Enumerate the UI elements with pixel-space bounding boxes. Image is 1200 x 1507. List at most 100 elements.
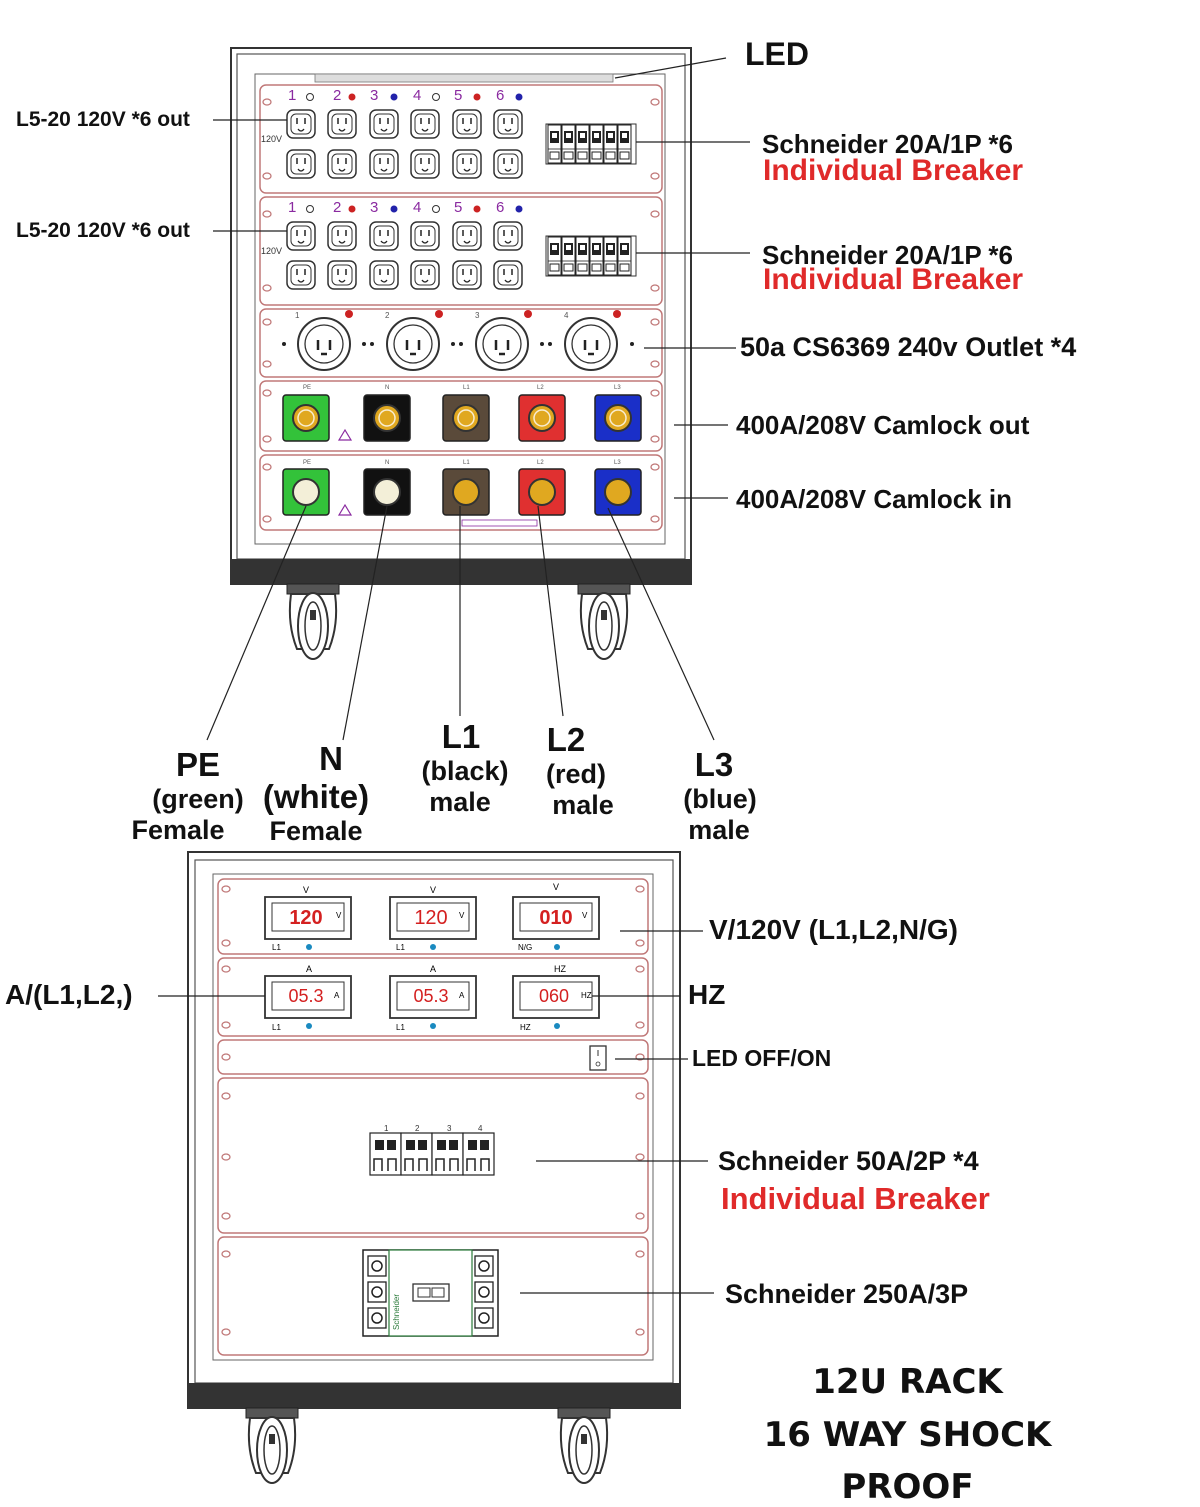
legend-gender: male — [429, 786, 491, 817]
camlock-tag: L3 — [614, 385, 621, 391]
footer-line-1: 12U RACK — [812, 1362, 1003, 1402]
twistlock-number: 2 — [385, 311, 390, 320]
breaker-block-2 — [545, 235, 637, 277]
twistlock-number: 1 — [295, 311, 300, 320]
outlet-number: 3 — [370, 199, 378, 216]
led-strip — [314, 73, 614, 83]
l520-label-1: L5-20 120V *6 out — [16, 108, 190, 131]
legend-gender: male — [552, 789, 614, 820]
switch-panel — [217, 1039, 649, 1075]
breaker50-title: Schneider 50A/2P *4 — [718, 1146, 979, 1176]
legend-color: (white) — [262, 777, 370, 815]
legend-l2: L2 (red) male — [496, 721, 656, 821]
legend-l1: L1 (black) male — [385, 718, 545, 818]
lower-rack: V 120 V L1 V 120 V L1 V 010 — [187, 851, 681, 1484]
breaker-sub-2: Individual Breaker — [763, 263, 1024, 296]
outlet-numbers-2: 1 2 3 4 5 6 — [288, 199, 504, 216]
ammeter-2: A 05.3 A L1 — [389, 964, 477, 1032]
meter-value: 05.3 — [413, 986, 448, 1006]
meter-tag: L1 — [396, 943, 405, 952]
panel-voltage-label: 120V — [261, 246, 282, 256]
footer-line-3: PROOF — [841, 1467, 974, 1507]
meter-value: 010 — [539, 907, 572, 929]
camlock-tag: N — [385, 460, 389, 466]
outlet-number: 4 — [413, 199, 421, 216]
l520-label-2: L5-20 120V *6 out — [16, 219, 190, 242]
twistlock-number: 3 — [475, 311, 480, 320]
outlet-panel-2 — [259, 196, 663, 306]
led-switch-label: LED OFF/ON — [692, 1045, 832, 1071]
outlet-numbers-1: 1 2 3 4 5 6 — [288, 87, 504, 104]
legend-title: N — [319, 740, 343, 777]
meter-unit: V — [336, 911, 342, 920]
cs6369-label: 50a CS6369 240v Outlet *4 — [740, 332, 1077, 362]
legend-gender: Female — [269, 815, 363, 846]
voltage-label: V/120V (L1,L2,N/G) — [709, 914, 958, 945]
meter-top-label: A — [306, 964, 312, 974]
legend-title: L3 — [694, 746, 734, 783]
meter-unit: A — [334, 991, 340, 1000]
main-breaker-label: Schneider 250A/3P — [725, 1279, 969, 1309]
outlet-number: 3 — [370, 87, 378, 104]
voltmeter-1: V 120 V L1 — [264, 885, 352, 952]
breaker-number: 3 — [447, 1124, 452, 1133]
breaker-number: 2 — [415, 1124, 420, 1133]
outlet-number: 5 — [454, 87, 462, 104]
legend-pe: PE (green) Female — [118, 746, 278, 846]
meter-tag: L1 — [272, 943, 281, 952]
meter-top-label: V — [303, 885, 309, 895]
breaker-title-2: Schneider 20A/1P *6 — [762, 240, 1013, 270]
meter-value: 120 — [414, 907, 447, 929]
camlock-tag: L2 — [537, 385, 544, 391]
legend-title: PE — [175, 746, 221, 783]
outlet-number: 1 — [288, 87, 296, 104]
meter-tag: HZ — [520, 1023, 531, 1032]
camlock-tag: PE — [303, 460, 311, 466]
upper-rack: 1 2 3 4 5 6 120V 1 — [230, 47, 692, 660]
camlock-tag: L1 — [463, 385, 470, 391]
outlet-led-dots-2 — [306, 205, 523, 213]
lower-wheels — [245, 1407, 611, 1484]
meter-tag: L1 — [396, 1023, 405, 1032]
camlock-out-label: 400A/208V Camlock out — [736, 410, 1030, 440]
meter-top-label: HZ — [554, 964, 566, 974]
main-breaker: Schneider — [362, 1249, 499, 1337]
legend-title: L2 — [546, 721, 586, 758]
meter-unit: V — [459, 911, 465, 920]
outlet-number: 6 — [496, 87, 504, 104]
meter-unit: A — [459, 991, 465, 1000]
main-breaker-brand: Schneider — [392, 1294, 401, 1330]
camlock-in-row: PE N L1 L2 L3 — [282, 460, 642, 527]
cs6369-outlets: 1 2 3 4 — [282, 310, 634, 371]
voltmeters: V 120 V L1 V 120 V L1 V 010 — [264, 882, 600, 952]
led-label: LED — [745, 36, 809, 72]
breaker50-sub: Individual Breaker — [721, 1181, 990, 1216]
twistlock-number: 4 — [564, 311, 569, 320]
meter-tag: L1 — [272, 1023, 281, 1032]
legend-color: (black) — [421, 755, 509, 786]
legend-color: (blue) — [683, 783, 757, 814]
upper-wheels — [286, 583, 631, 660]
led-toggle-switch[interactable] — [589, 1045, 607, 1071]
legend-gender: male — [688, 814, 750, 845]
outlet-number: 2 — [333, 87, 341, 104]
outlet-panel-1 — [259, 84, 663, 194]
meter-top-label: V — [553, 882, 559, 892]
outlet-number: 6 — [496, 199, 504, 216]
voltmeter-2: V 120 V L1 — [389, 885, 477, 952]
breaker-title-1: Schneider 20A/1P *6 — [762, 129, 1013, 159]
hz-meter: HZ 060 HZ HZ — [512, 964, 600, 1032]
breaker-sub-1: Individual Breaker — [763, 154, 1024, 187]
meter-unit: V — [582, 911, 588, 920]
camlock-out-row: PE N L1 L2 L3 — [282, 385, 642, 442]
ammeter-1: A 05.3 A L1 — [264, 964, 352, 1032]
meter-tag: N/G — [518, 943, 532, 952]
legend-title: L1 — [441, 718, 481, 755]
hz-label: HZ — [688, 979, 726, 1010]
amperage-label: A/(L1,L2,) — [5, 979, 133, 1010]
legend-l3: L3 (blue) male — [640, 746, 800, 846]
meter-unit: HZ — [581, 991, 592, 1000]
breaker50-block: 1 2 3 4 — [369, 1124, 495, 1176]
outlet-number: 5 — [454, 199, 462, 216]
